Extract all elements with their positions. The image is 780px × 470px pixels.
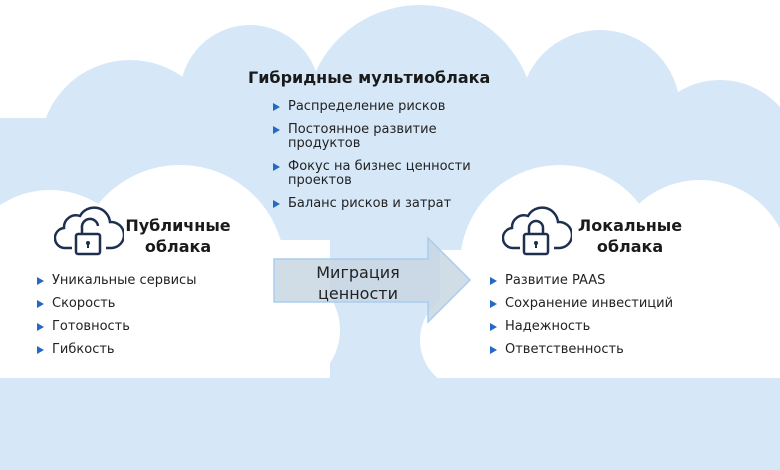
public-title-line2: облака	[144, 237, 212, 256]
local-title-line2: облака	[596, 237, 664, 256]
hybrid-list: Распределение рисков Постоянное развитие…	[273, 100, 513, 220]
list-item: Ответственность	[490, 343, 673, 357]
list-item: Фокус на бизнес ценности проектов	[273, 160, 478, 188]
list-item: Распределение рисков	[273, 100, 513, 114]
list-item: Гибкость	[37, 343, 196, 357]
list-item: Надежность	[490, 320, 673, 334]
list-item: Скорость	[37, 297, 196, 311]
list-item: Баланс рисков и затрат	[273, 197, 513, 211]
list-item: Готовность	[37, 320, 196, 334]
list-item: Сохранение инвестиций	[490, 297, 673, 311]
cloud-locked-icon	[502, 206, 572, 256]
public-title: Публичные облака	[124, 215, 232, 257]
list-item: Постоянное развитие продуктов	[273, 123, 513, 151]
migration-line1: Миграция	[316, 263, 400, 282]
cloud-unlocked-icon	[54, 206, 124, 256]
public-title-line1: Публичные	[125, 216, 231, 235]
local-title-line1: Локальные	[577, 216, 683, 235]
migration-arrow	[273, 236, 472, 324]
migration-line2: ценности	[318, 284, 398, 303]
migration-label: Миграция ценности	[278, 262, 438, 304]
list-item: Развитие PAAS	[490, 274, 673, 288]
local-list: Развитие PAAS Сохранение инвестиций Наде…	[490, 274, 673, 366]
local-title: Локальные облака	[576, 215, 684, 257]
list-item: Уникальные сервисы	[37, 274, 196, 288]
public-list: Уникальные сервисы Скорость Готовность Г…	[37, 274, 196, 366]
hybrid-title: Гибридные мультиоблака	[248, 68, 491, 87]
